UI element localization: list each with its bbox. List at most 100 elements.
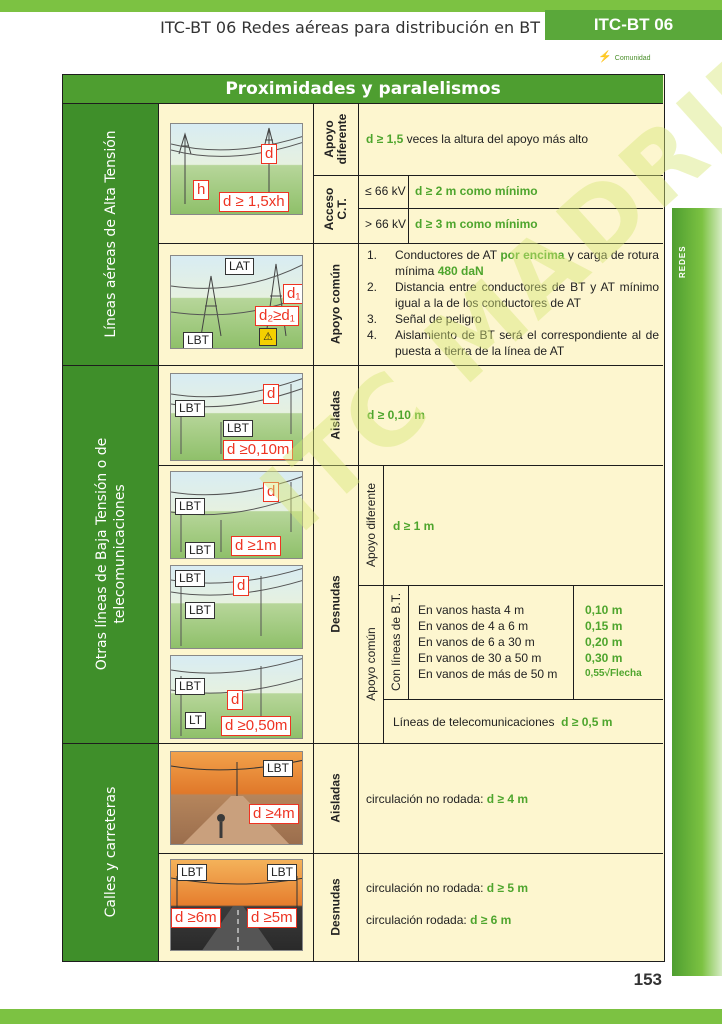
label-formula: d ≥4m [249,804,299,824]
illustration-apoyo-comun: LAT d₁ d₂≥d₁ LBT ⚠ [170,255,303,349]
col-divider [313,103,314,961]
row-divider [358,208,663,209]
label-d2: d₂≥d₁ [255,306,299,326]
section-label-alta: Líneas aéreas de Alta Tensión [102,130,119,338]
label-lbt-1: LBT [177,864,208,881]
label-lbt-2: LBT [185,602,216,619]
label-calles-aisladas: Aisladas [328,773,342,823]
row-divider [63,743,663,744]
document-title: ITC-BT 06 Redes aéreas para distribución… [160,18,540,37]
vano-text: En vanos de 6 a 30 m [418,635,535,649]
logo-text: Comunidad [614,55,651,62]
illustration-desnudas-diferente: LBT LBT d d ≥1m [170,471,303,559]
col-divider [573,585,574,699]
label-d: d [261,144,278,164]
row-divider [383,699,663,700]
label-lbt-2: LBT [267,864,298,881]
apoyo-comun-list: 1.Conductores de AT por encima y carga d… [367,247,659,359]
vano-value: 0,15 m [585,619,623,633]
label-lbt-2: LBT [223,420,254,437]
danger-icon: ⚠ [259,328,277,346]
top-bar [0,0,722,12]
acceso-ct-voltage-1: ≤ 66 kV [365,184,406,198]
label-formula-1: d ≥6m [171,908,221,928]
label-lt: LT [185,712,207,729]
label-lbt: LBT [175,678,206,695]
illustration-desnudas-comun-telecom: LBT LT d d ≥0,50m [170,655,303,739]
logo: ⚡ Comunidad [598,50,651,63]
col-divider [383,465,384,743]
col-divider [158,103,159,961]
label-d: d [263,482,280,502]
label-lbt-1: LBT [175,400,206,417]
section-label-calles: Calles y carreteras [102,786,119,918]
vano-text: En vanos de más de 50 m [418,667,558,681]
label-lat: LAT [225,258,255,275]
apoyo-diferente-rule: d ≥ 1,5 veces la altura del apoyo más al… [366,132,589,146]
col-divider [408,585,409,699]
label-d: d [263,384,280,404]
label-desnudas-apoyo-comun: Apoyo común [363,627,378,701]
label-lbt-2: LBT [185,542,216,558]
row-divider [158,243,663,244]
baja-aisladas-value: d ≥ 0,10 m [367,408,425,422]
vano-text: En vanos de 30 a 50 m [418,651,542,665]
vano-text: En vanos hasta 4 m [418,603,525,617]
vano-value: 0,20 m [585,635,623,649]
label-calles-desnudas: Desnudas [328,878,342,936]
label-formula: d ≥0,50m [221,716,292,736]
section-band-calles: Calles y carreteras [63,743,158,961]
vano-value: 0,30 m [585,651,623,665]
list-item: 1.Conductores de AT por encima y carga d… [367,248,659,278]
label-formula: d ≥0,10m [223,440,294,460]
pole-drawing [171,476,302,552]
row-divider [158,853,663,854]
illustration-baja-aisladas: LBT LBT d d ≥0,10m [170,373,303,461]
side-tab-label: REDES [678,245,687,278]
label-apoyo-comun: Apoyo común [328,264,342,344]
label-d1: d₁ [283,284,302,304]
desnudas-apoyo-diferente-value: d ≥ 1 m [393,519,435,533]
section-label-baja-line1: Otras líneas de Baja Tensión o de [93,437,110,671]
label-con-lineas-bt: Con líneas de B.T. [388,592,403,692]
label-lbt: LBT [263,760,294,777]
section-band-alta: Líneas aéreas de Alta Tensión [63,103,158,365]
acceso-ct-voltage-2: > 66 kV [365,217,407,231]
row-divider [358,585,663,586]
calles-aisladas-rule: circulación no rodada: d ≥ 4 m [366,792,529,806]
vano-values: 0,10 m 0,15 m 0,20 m 0,30 m 0,55√Flecha [585,602,642,682]
illustration-calles-aisladas: LBT d ≥4m [170,751,303,845]
page-number: 153 [633,970,662,989]
acceso-ct-value-2: d ≥ 3 m como mínimo [415,217,538,231]
col-divider [358,103,359,961]
illustration-calles-desnudas: LBT LBT d ≥6m d ≥5m [170,859,303,951]
label-d: d [227,690,244,710]
label-d: d [233,576,250,596]
illustration-apoyo-diferente: d h d ≥ 1,5xh [170,123,303,215]
list-item: 2.Distancia entre conductores de BT y AT… [367,280,659,310]
section-label-baja-line2: telecomunicaciones [111,484,128,624]
col-divider [408,175,409,243]
label-lbt-1: LBT [175,570,206,587]
label-formula-2: d ≥5m [247,908,297,928]
row-divider [158,465,663,466]
calles-desnudas-rule-1: circulación no rodada: d ≥ 5 m [366,881,529,895]
label-formula: d ≥1m [231,536,281,556]
list-item: 3.Señal de peligro [367,312,482,326]
street-drawing [171,759,302,844]
section-band-baja: Otras líneas de Baja Tensión o de teleco… [63,365,158,743]
table-title: Proximidades y paralelismos [63,75,663,103]
calles-desnudas-rule-2: circulación rodada: d ≥ 6 m [366,913,512,927]
row-divider [313,175,663,176]
telecom-rule: Líneas de telecomunicaciones d ≥ 0,5 m [393,715,613,729]
vano-value: 0,55√Flecha [585,668,642,679]
row-divider [63,103,663,104]
side-tab[interactable]: REDES [672,208,722,976]
proximity-table: Proximidades y paralelismos Líneas aérea… [62,74,665,962]
acceso-ct-value-1: d ≥ 2 m como mínimo [415,184,538,198]
illustration-desnudas-comun-bt: LBT LBT d [170,565,303,649]
label-formula: d ≥ 1,5xh [219,192,289,212]
row-divider [63,365,663,366]
